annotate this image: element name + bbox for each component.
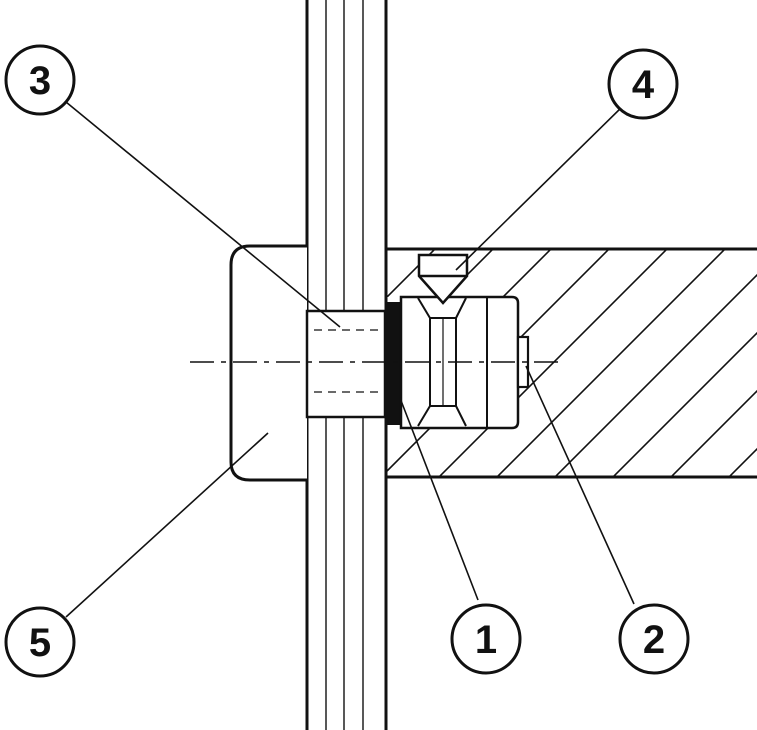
threaded-sleeve xyxy=(305,309,387,419)
callout-label: 5 xyxy=(29,621,51,665)
washer xyxy=(385,302,401,425)
callout-2: 2 xyxy=(618,603,690,675)
callout-label: 4 xyxy=(632,63,655,107)
callout-4: 4 xyxy=(607,48,679,120)
grub-screw xyxy=(417,253,469,305)
callout-circle xyxy=(607,48,679,120)
callout-label: 3 xyxy=(29,59,51,103)
callout-circle xyxy=(618,603,690,675)
callout-circle xyxy=(4,606,76,678)
cover-cap xyxy=(229,244,307,482)
leader-lines xyxy=(65,101,635,618)
callout-label: 2 xyxy=(643,618,665,662)
callout-1: 1 xyxy=(450,603,522,675)
callout-label: 1 xyxy=(475,618,497,662)
callout-5: 5 xyxy=(4,606,76,678)
callout-3: 3 xyxy=(4,44,76,116)
callout-circle xyxy=(450,603,522,675)
callout-circle xyxy=(4,44,76,116)
